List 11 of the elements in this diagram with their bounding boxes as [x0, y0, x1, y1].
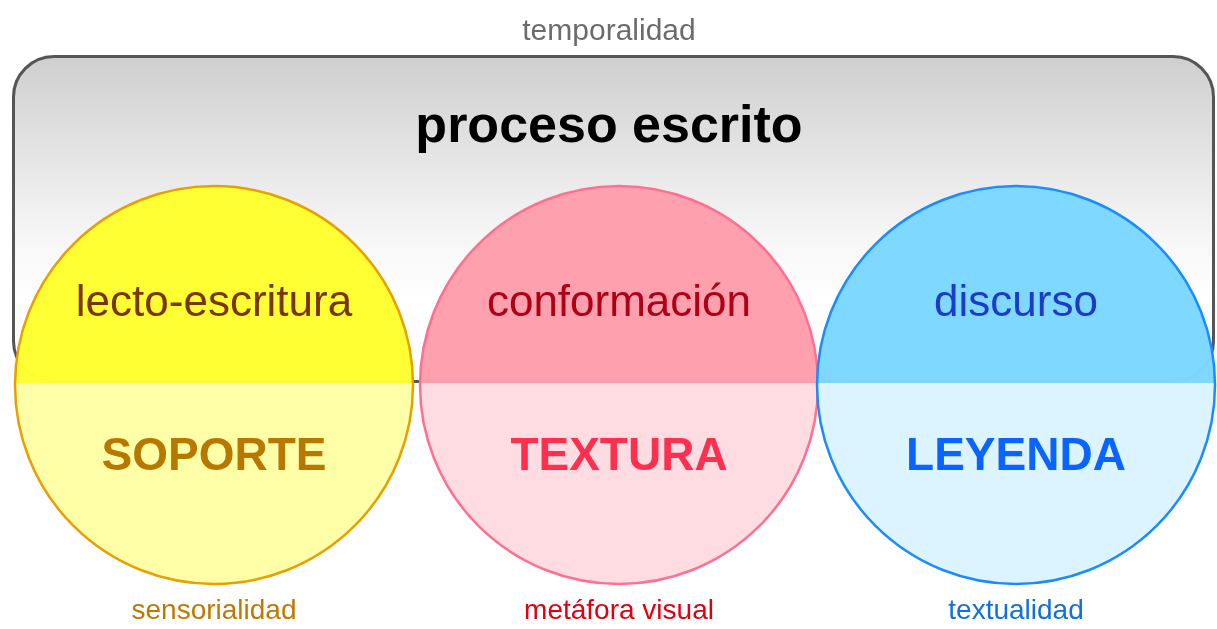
- circle-label: discurso: [934, 277, 1098, 326]
- circle-title: LEYENDA: [906, 429, 1126, 480]
- panel-heading: temporalidad: [522, 13, 696, 46]
- circle-caption: metáfora visual: [524, 595, 714, 626]
- circle-label: conformación: [486, 277, 752, 326]
- circle-title: TEXTURA: [510, 429, 728, 480]
- circle-title: SOPORTE: [101, 429, 327, 480]
- circle-label: lecto-escritura: [75, 277, 353, 326]
- circle-caption: sensorialidad: [131, 595, 297, 626]
- panel-title: proceso escrito: [415, 96, 803, 154]
- circle-caption: textualidad: [948, 595, 1084, 626]
